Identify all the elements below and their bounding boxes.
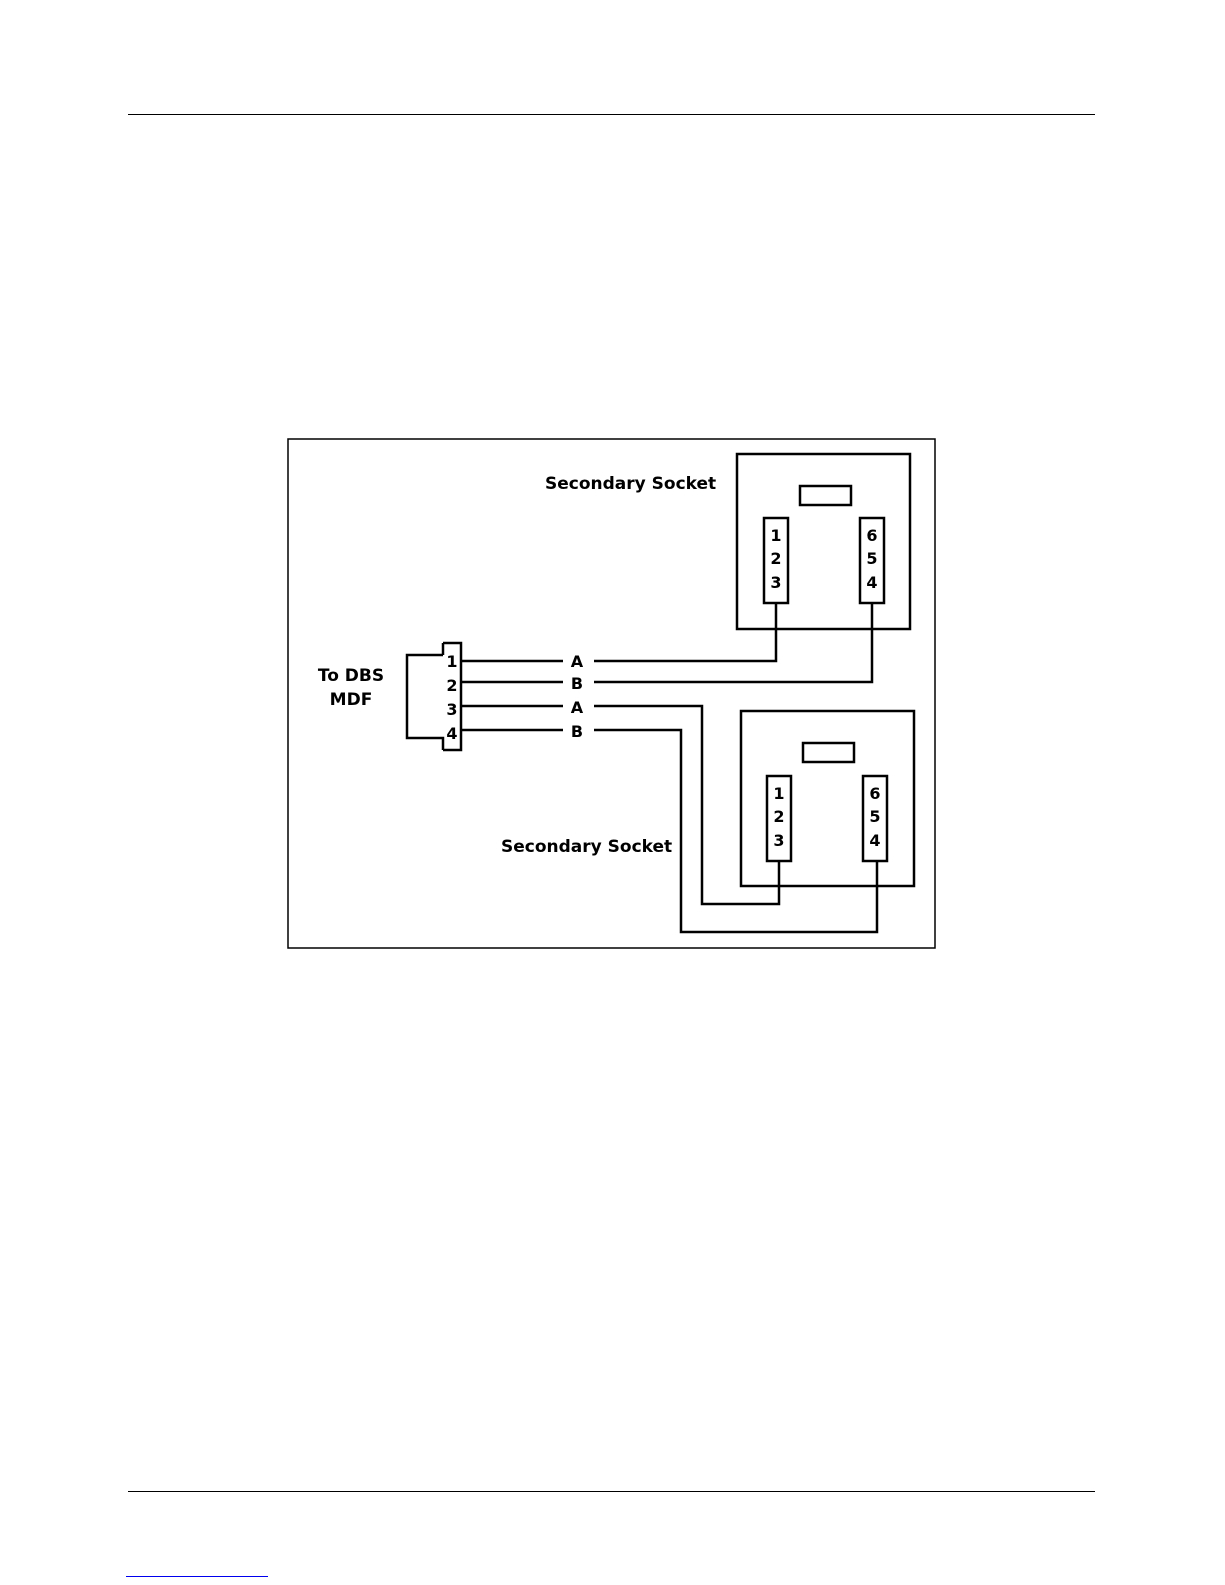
mdf-connector-body: [407, 655, 443, 750]
wire-3-label: A: [571, 698, 584, 717]
mdf-label-line2: MDF: [330, 690, 373, 710]
wire-2-right: [594, 603, 872, 682]
socket-top-pin-6: 6: [866, 526, 877, 545]
socket-top-label: Secondary Socket: [545, 474, 716, 494]
mdf-pin-2: 2: [446, 676, 457, 695]
mdf-pin-1: 1: [446, 652, 457, 671]
socket-bottom-pin-4: 4: [869, 831, 880, 850]
wire-3-right: [594, 706, 779, 904]
socket-bottom: 1 2 3 6 5 4: [741, 711, 914, 886]
wire-2-label: B: [571, 674, 583, 693]
socket-top: 1 2 3 6 5 4: [737, 454, 910, 629]
mdf-label-line1: To DBS: [318, 666, 384, 686]
wire-4-right: [594, 730, 877, 932]
socket-top-slot: [800, 486, 851, 505]
socket-top-pin-3: 3: [770, 573, 781, 592]
socket-bottom-pin-5: 5: [869, 807, 880, 826]
socket-bottom-pin-1: 1: [773, 784, 784, 803]
wire-4-label: B: [571, 722, 583, 741]
mdf-connector: 1 2 3 4: [407, 643, 461, 750]
socket-bottom-pin-6: 6: [869, 784, 880, 803]
wire-1-label: A: [571, 652, 584, 671]
socket-bottom-pin-3: 3: [773, 831, 784, 850]
socket-bottom-pin-2: 2: [773, 807, 784, 826]
wires: [461, 603, 877, 932]
footer-rule: [128, 1491, 1095, 1492]
socket-top-pin-5: 5: [866, 549, 877, 568]
footer-link-underline[interactable]: [126, 1576, 268, 1577]
socket-top-pin-1: 1: [770, 526, 781, 545]
mdf-pin-4: 4: [446, 724, 457, 743]
figure-frame: [288, 439, 935, 948]
mdf-pin-3: 3: [446, 700, 457, 719]
socket-top-pin-2: 2: [770, 549, 781, 568]
socket-top-pin-4: 4: [866, 573, 877, 592]
wire-1-right: [594, 603, 776, 661]
socket-bottom-label: Secondary Socket: [501, 837, 672, 857]
socket-bottom-slot: [803, 743, 854, 762]
